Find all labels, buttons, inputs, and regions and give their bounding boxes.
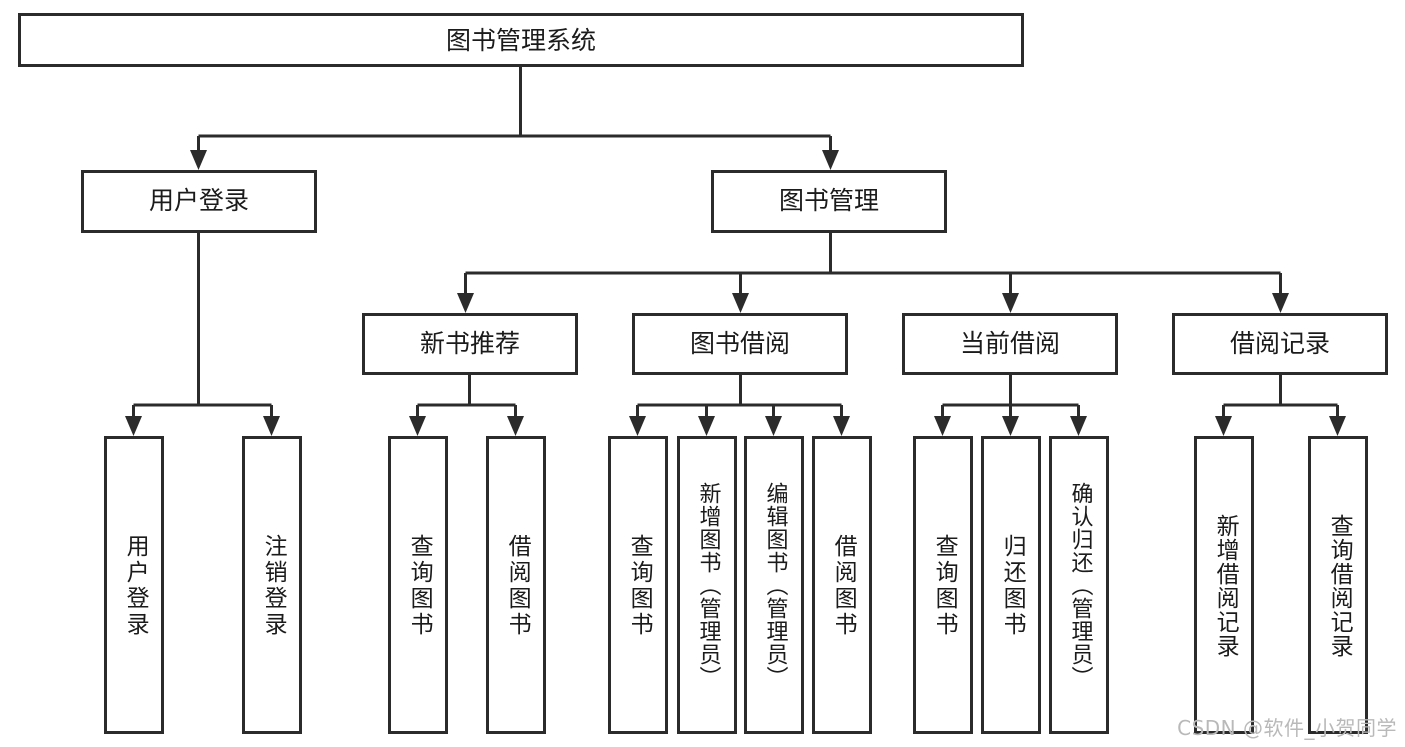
connector-group-borrow	[629, 374, 850, 436]
arrow-head-new-books	[457, 293, 474, 313]
connector-group-new-books	[409, 374, 524, 436]
leaf-box-edit-book[interactable]	[744, 436, 804, 734]
leaf-box-query-borrow-record[interactable]	[1308, 436, 1368, 734]
node-box-current-borrow[interactable]	[902, 313, 1118, 375]
leaf-box-logout[interactable]	[242, 436, 302, 734]
node-label-book-management: 图书管理	[779, 186, 879, 215]
leaf-box-return-book[interactable]	[981, 436, 1041, 734]
leaf-box-add-borrow-record[interactable]	[1194, 436, 1254, 734]
node-box-borrow-records[interactable]	[1172, 313, 1388, 375]
arrow-head-leaf-query-book-2	[629, 416, 646, 436]
leaf-box-user-login[interactable]	[104, 436, 164, 734]
leaf-box-confirm-return[interactable]	[1049, 436, 1109, 734]
node-box-book-borrow[interactable]	[632, 313, 848, 375]
node-label-book-borrow: 图书借阅	[690, 329, 790, 358]
node-label-root: 图书管理系统	[446, 26, 596, 55]
arrow-head-leaf-add-book	[698, 416, 715, 436]
connector-group-root	[190, 66, 839, 170]
node-box-book-management[interactable]	[711, 170, 947, 233]
leaf-box-query-book-borrow[interactable]	[608, 436, 668, 734]
leaf-box-borrow-book-new[interactable]	[486, 436, 546, 734]
node-label-user-login: 用户登录	[149, 186, 249, 215]
arrow-head-leaf-user-login	[125, 416, 142, 436]
leaf-box-query-book-new[interactable]	[388, 436, 448, 734]
node-box-new-book-recommend[interactable]	[362, 313, 578, 375]
node-label-current-borrow: 当前借阅	[960, 329, 1060, 358]
connector-group-records	[1215, 374, 1346, 436]
leaf-box-borrow-book[interactable]	[812, 436, 872, 734]
connector-group-current	[934, 374, 1087, 436]
arrow-head-leaf-logout	[263, 416, 280, 436]
arrow-head-leaf-add-record	[1215, 416, 1232, 436]
arrow-head-leaf-query-record	[1329, 416, 1346, 436]
arrow-head-user-login	[190, 150, 207, 170]
arrow-head-leaf-borrow-book-1	[507, 416, 524, 436]
leaf-box-query-book-current[interactable]	[913, 436, 973, 734]
node-box-root[interactable]	[18, 13, 1024, 67]
arrow-head-leaf-borrow-book-2	[833, 416, 850, 436]
arrow-head-leaf-return-book	[1002, 416, 1019, 436]
arrow-head-borrow	[732, 293, 749, 313]
arrow-head-records	[1272, 293, 1289, 313]
arrow-head-book-mgmt	[822, 150, 839, 170]
arrow-head-leaf-confirm-return	[1070, 416, 1087, 436]
connector-group-user-login	[125, 232, 280, 436]
node-box-user-login[interactable]	[81, 170, 317, 233]
leaf-box-add-book[interactable]	[677, 436, 737, 734]
arrow-head-leaf-query-book-3	[934, 416, 951, 436]
node-label-borrow-records: 借阅记录	[1230, 329, 1330, 358]
arrow-head-leaf-edit-book	[765, 416, 782, 436]
connector-group-book-mgmt	[457, 232, 1289, 313]
arrow-head-leaf-query-book-1	[409, 416, 426, 436]
csdn-watermark: CSDN @软件_小贺同学	[1177, 716, 1397, 740]
arrow-head-current	[1002, 293, 1019, 313]
node-label-new-book-recommend: 新书推荐	[420, 329, 520, 358]
